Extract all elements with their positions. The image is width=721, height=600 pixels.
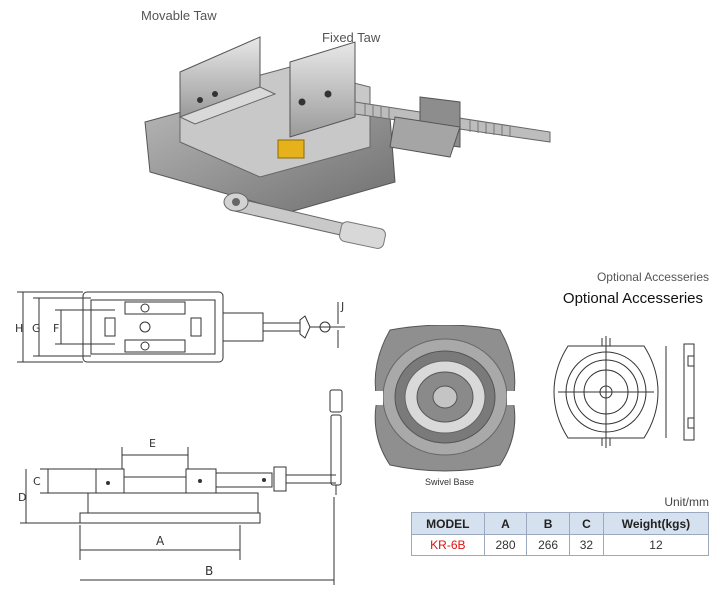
cell-weight: 12 [602,534,710,556]
optional-accessories-title: Optional Accesseries [562,290,703,307]
swivel-base-photo [365,325,525,472]
dim-a-label: A [156,534,165,548]
swivel-base-drawing [553,336,695,448]
vise-photo [144,36,551,249]
dim-c-label: C [33,475,41,488]
spec-header-row: MODEL A B C Weight(kgs) [411,512,710,535]
fixed-jaw-label: Fixed Taw [322,30,381,45]
spec-table: MODEL A B C Weight(kgs) KR-6B 280 266 32… [411,512,710,556]
swivel-base-caption: Swivel Base [425,477,475,487]
dim-e-label: E [149,437,156,450]
movable-jaw-label: Movable Taw [141,8,217,23]
dim-d-label: D [18,491,26,504]
dim-j-label: J [340,300,344,313]
col-weight: Weight(kgs) [602,512,710,535]
cell-c: 32 [568,534,604,556]
dim-g-label: G [32,322,41,335]
col-a: A [483,512,528,535]
side-view-drawing: E C D A B [18,389,343,585]
cell-model: KR-6B [411,534,485,556]
dim-b-label: B [205,564,213,578]
optional-accessories-small: Optional Accesseries [596,270,709,284]
col-c: C [568,512,604,535]
cell-b: 266 [526,534,570,556]
unit-label: Unit/mm [664,495,709,509]
cell-a: 280 [483,534,528,556]
top-view-drawing: H G F J [15,291,345,363]
dim-h-label: H [15,322,23,335]
col-model: MODEL [411,512,485,535]
table-row: KR-6B 280 266 32 12 [411,534,710,556]
col-b: B [526,512,570,535]
dim-f-label: F [53,322,59,335]
